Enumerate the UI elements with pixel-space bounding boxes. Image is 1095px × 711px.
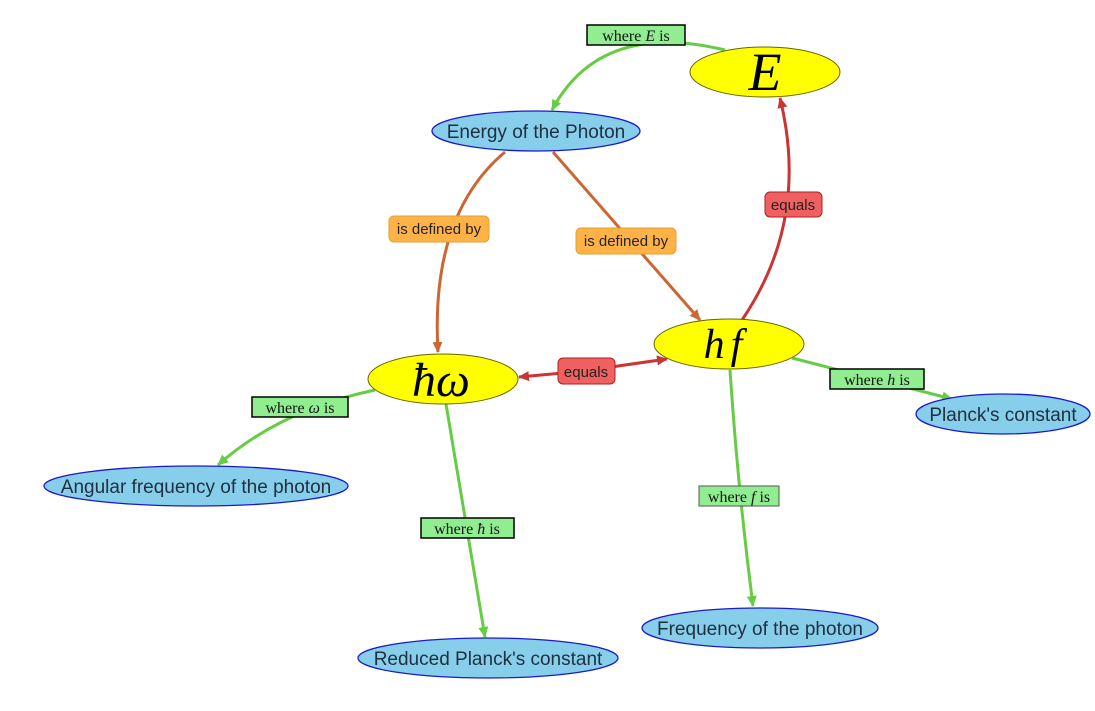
node-reduced-label: Reduced Planck's constant [374,649,603,670]
edge-label-defined-by-left: is defined by [388,215,490,243]
edge-label-where-f: where f is [698,485,780,507]
node-hf: hf [653,318,805,370]
svg-text:is defined by: is defined by [397,221,482,238]
svg-text:equals: equals [564,364,608,381]
svg-text:where ħ is: where ħ is [434,521,500,538]
edge-label-where-omega: where ω is [251,396,349,418]
edge-label-equals-top: equals [764,191,823,218]
svg-text:equals: equals [771,197,815,214]
edge-label-where-E: where E is [586,24,686,46]
svg-text:where h is: where h is [844,372,910,389]
node-planck-label: Planck's constant [929,405,1077,426]
svg-text:where ω is: where ω is [265,400,334,417]
node-frequency-of-the-photon: Frequency of the photon [641,607,879,649]
svg-text:where E is: where E is [602,28,670,45]
node-E: E [689,42,841,102]
edge-E-to-energy [550,41,726,111]
edge-label-where-hbar: where ħ is [420,517,515,539]
svg-text:where f is: where f is [708,489,770,506]
node-angular-frequency: Angular frequency of the photon [43,465,349,507]
node-hbar-omega: ħω [367,353,519,407]
node-plancks-constant: Planck's constant [915,393,1091,435]
svg-text:is defined by: is defined by [584,233,669,250]
node-frequency-label: Frequency of the photon [657,619,863,640]
edge-energy-to-hbar-omega [432,150,506,353]
node-angular-label: Angular frequency of the photon [61,477,331,498]
node-reduced-plancks-constant: Reduced Planck's constant [357,637,619,679]
edge-label-where-h: where h is [829,368,925,390]
edge-label-defined-by-right: is defined by [575,227,677,255]
node-hf-label: hf [704,322,749,368]
node-energy-label: Energy of the Photon [447,122,626,143]
node-hbar-omega-label: ħω [412,354,470,407]
node-energy-of-the-photon: Energy of the Photon [431,110,641,152]
node-E-label: E [748,42,782,102]
edge-label-equals-mid: equals [557,357,616,385]
edge-hbar-omega-to-angular [217,388,376,467]
